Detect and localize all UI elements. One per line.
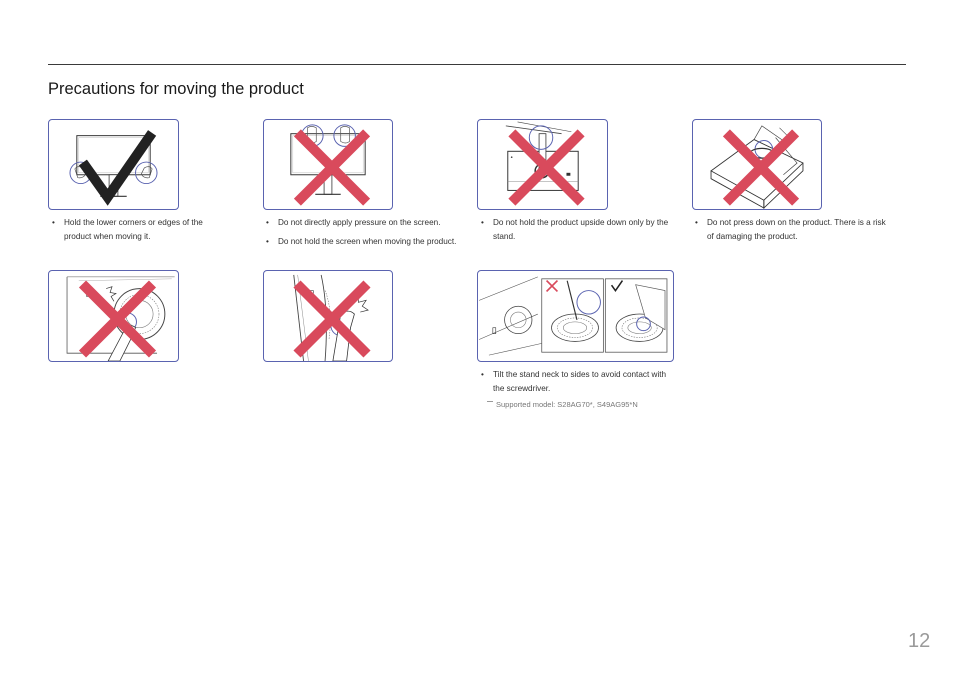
figure-screwdriver-tilt [477, 270, 674, 362]
note-item: Do not press down on the product. There … [693, 216, 893, 243]
notes-figure-3: Do not hold the product upside down only… [479, 216, 674, 248]
page-number: 12 [908, 630, 931, 652]
page-title: Precautions for moving the product [48, 80, 304, 98]
note-item: Tilt the stand neck to sides to avoid co… [479, 368, 679, 395]
note-item: Do not hold the product upside down only… [479, 216, 674, 243]
note-item: Hold the lower corners or edges of the p… [50, 216, 230, 243]
note-item: Do not hold the screen when moving the p… [264, 235, 464, 249]
supported-model-footnote: Supported model: S28AG70*, S49AG95*N [487, 400, 638, 409]
figure-upside-down-by-stand [477, 119, 608, 210]
figure-screen-pressure [263, 119, 393, 210]
cross-icon [293, 129, 371, 206]
check-icon [78, 130, 157, 206]
notes-figure-2: Do not directly apply pressure on the sc… [264, 216, 464, 253]
notes-figure-1: Hold the lower corners or edges of the p… [50, 216, 230, 248]
cross-icon [508, 129, 585, 206]
cross-icon [722, 129, 800, 206]
top-rule [48, 64, 906, 65]
notes-figure-7: Tilt the stand neck to sides to avoid co… [479, 368, 679, 400]
check-icon [610, 280, 624, 293]
figure-press-down [692, 119, 822, 210]
cross-icon [545, 279, 559, 293]
figure-hold-stand-side [263, 270, 393, 362]
screwdriver-stand-illustration [479, 276, 668, 356]
note-item: Do not directly apply pressure on the sc… [264, 216, 464, 230]
cross-icon [293, 280, 371, 358]
cross-icon [78, 280, 157, 358]
notes-figure-4: Do not press down on the product. There … [693, 216, 893, 248]
footnote-dash [487, 400, 493, 402]
figure-hold-lower-corners [48, 119, 179, 210]
figure-hold-stand-rear [48, 270, 179, 362]
footnote-text: Supported model: S28AG70*, S49AG95*N [496, 400, 638, 409]
